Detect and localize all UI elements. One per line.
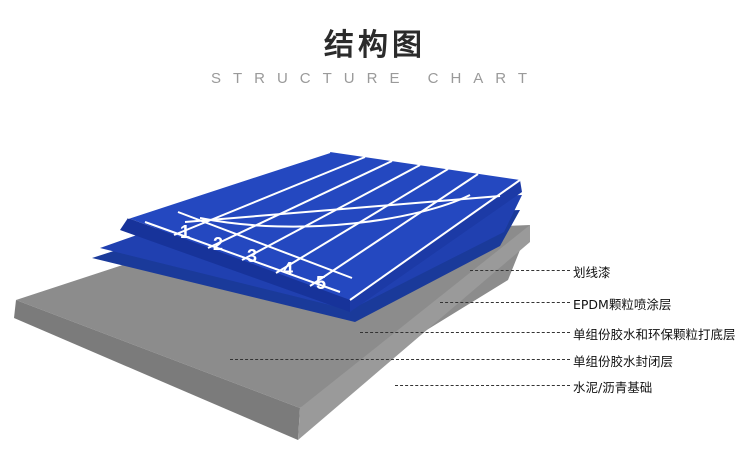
lane-number-2: 2: [213, 234, 223, 254]
lane-number-4: 4: [283, 259, 293, 279]
track-front-edge: [120, 218, 350, 312]
concrete-base-front: [14, 300, 300, 440]
track-side-edge: [350, 180, 522, 312]
layer-label-primer: 单组份胶水和环保颗粒打底层: [573, 327, 736, 342]
page-title: 结构图: [324, 28, 426, 63]
lane-number-5: 5: [316, 273, 326, 293]
layer-label-line-paint: 划线漆: [573, 265, 611, 280]
leader-line-2: [440, 302, 570, 303]
page-subtitle: STRUCTURE CHART: [210, 70, 540, 87]
leader-line-5: [395, 385, 570, 386]
layer-label-seal: 单组份胶水封闭层: [573, 354, 674, 369]
leader-line-1: [470, 270, 570, 271]
layer-label-base: 水泥/沥青基础: [573, 380, 653, 395]
lane-number-1: 1: [180, 222, 190, 242]
leader-line-4: [230, 359, 570, 360]
layer-label-epdm-spray: EPDM颗粒喷涂层: [573, 297, 672, 312]
lane-number-3: 3: [247, 246, 257, 266]
leader-line-3: [360, 332, 570, 333]
lane-number-boxes: [144, 211, 353, 293]
